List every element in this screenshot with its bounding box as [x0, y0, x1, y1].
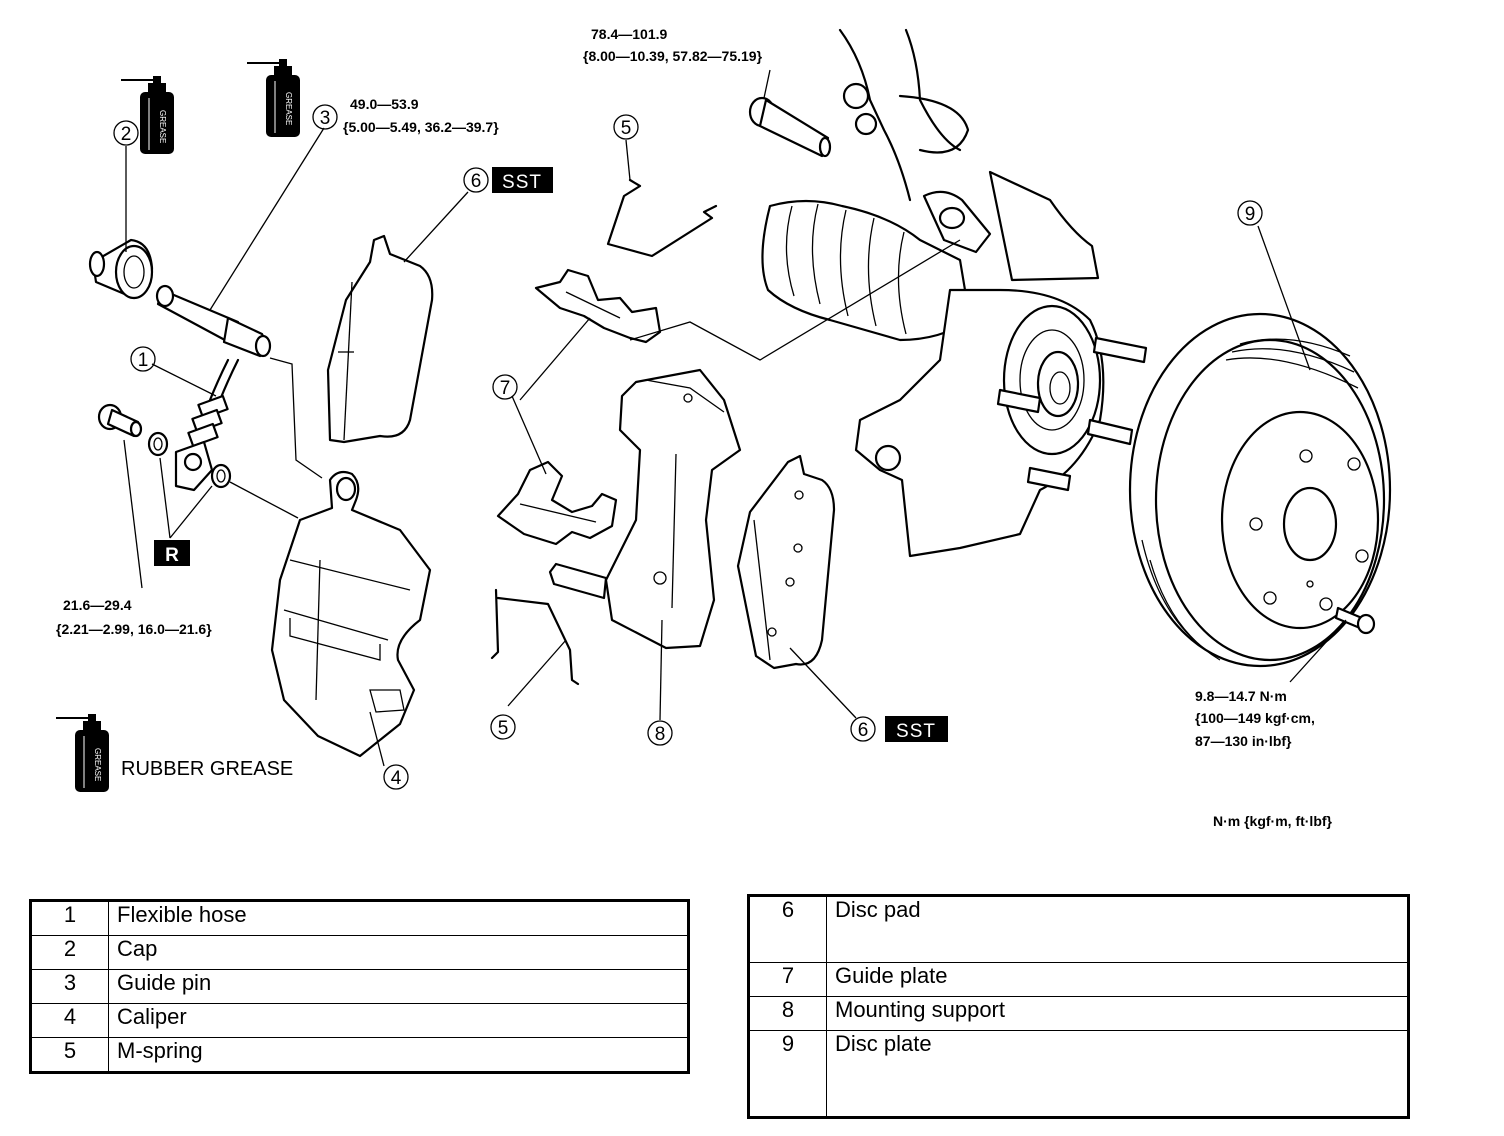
part-number: 2	[31, 935, 109, 970]
torque-spec-hose-bolt: 21.6—29.4 {2.21—2.99, 16.0—21.6}	[56, 597, 212, 637]
svg-text:6: 6	[471, 171, 482, 192]
part-number: 9	[749, 1030, 827, 1117]
grease-can-icon-guide-pin: GREASE	[246, 58, 301, 138]
callout-6-upper: 6	[463, 167, 489, 193]
torque-spec-disc-screw: 9.8—14.7 N·m {100—149 kgf·cm, 87—130 in·…	[1195, 688, 1315, 749]
part-number: 8	[749, 996, 827, 1031]
grease-can-icon-legend: GREASE	[55, 713, 110, 793]
disc-pad-part-outer	[736, 454, 836, 670]
part-number: 5	[31, 1037, 109, 1072]
guide-plate-part-lower	[496, 460, 618, 546]
cap-part	[88, 238, 154, 300]
table-row: 7 Guide plate	[749, 962, 1408, 997]
callout-7: 7	[492, 374, 518, 400]
callout-9: 9	[1237, 200, 1263, 226]
svg-text:{8.00—10.39, 57.82—75.19}: {8.00—10.39, 57.82—75.19}	[583, 48, 763, 64]
table-row: 1 Flexible hose	[31, 901, 688, 936]
grease-label: GREASE	[93, 748, 102, 781]
part-name: Cap	[108, 935, 688, 970]
callout-1: 1	[130, 346, 156, 372]
svg-text:9.8—14.7 N·m: 9.8—14.7 N·m	[1195, 688, 1287, 704]
svg-text:87—130 in·lbf}: 87—130 in·lbf}	[1195, 733, 1292, 749]
callout-5-upper: 5	[613, 114, 639, 140]
svg-text:{100—149 kgf·cm,: {100—149 kgf·cm,	[1195, 710, 1315, 726]
part-name: M-spring	[108, 1037, 688, 1072]
callout-8: 8	[647, 720, 673, 746]
part-name: Caliper	[108, 1003, 688, 1038]
part-name: Flexible hose	[108, 901, 688, 936]
m-spring-part-lower	[490, 588, 580, 686]
svg-text:49.0—53.9: 49.0—53.9	[350, 96, 419, 112]
m-spring-part-upper	[606, 178, 718, 258]
grease-label: GREASE	[158, 110, 167, 143]
table-row: 5 M-spring	[31, 1037, 688, 1072]
knuckle-hub-assembly	[629, 28, 1148, 558]
part-number: 1	[31, 901, 109, 936]
knuckle-bolt-part	[748, 96, 832, 158]
leader-lines	[123, 69, 1347, 767]
callout-3: 3	[312, 104, 338, 130]
svg-text:5: 5	[498, 718, 509, 739]
part-number: 6	[749, 896, 827, 963]
svg-text:3: 3	[320, 108, 331, 129]
guide-pin-part	[155, 284, 272, 358]
copper-washer-part	[147, 431, 232, 489]
parts-table-right: 6 Disc pad 7 Guide plate 8 Mounting supp…	[747, 894, 1410, 1119]
part-name: Guide pin	[108, 969, 688, 1004]
table-row: 2 Cap	[31, 935, 688, 970]
svg-text:9: 9	[1245, 204, 1256, 225]
svg-text:5: 5	[621, 118, 632, 139]
svg-text:{5.00—5.49, 36.2—39.7}: {5.00—5.49, 36.2—39.7}	[343, 119, 499, 135]
svg-text:7: 7	[500, 378, 511, 399]
svg-text:8: 8	[655, 724, 666, 745]
parts-table-left: 1 Flexible hose 2 Cap 3 Guide pin 4 Cali…	[29, 899, 690, 1074]
replace-badge: R	[154, 540, 190, 566]
disc-screw-part	[1334, 606, 1376, 635]
part-name: Disc plate	[826, 1030, 1408, 1117]
sst-badge-lower: SST	[885, 716, 948, 742]
svg-text:6: 6	[858, 720, 869, 741]
mounting-support-part	[548, 368, 742, 650]
callout-4: 4	[383, 764, 409, 790]
part-number: 3	[31, 969, 109, 1004]
hose-bolt-part	[97, 403, 143, 438]
callout-6-lower: 6	[850, 716, 876, 742]
part-name: Mounting support	[826, 996, 1408, 1031]
table-row: 3 Guide pin	[31, 969, 688, 1004]
svg-text:2: 2	[121, 124, 132, 145]
svg-text:4: 4	[391, 768, 402, 789]
part-number: 4	[31, 1003, 109, 1038]
caliper-part	[270, 470, 432, 758]
torque-spec-guide-pin: 49.0—53.9 {5.00—5.49, 36.2—39.7}	[343, 96, 499, 135]
svg-text:SST: SST	[896, 721, 936, 742]
flexible-hose-part	[174, 358, 240, 492]
units-note: N·m {kgf·m, ft·lbf}	[1213, 813, 1333, 829]
torque-spec-knuckle-bolt: 78.4—101.9 {8.00—10.39, 57.82—75.19}	[583, 26, 763, 64]
svg-text:21.6—29.4: 21.6—29.4	[63, 597, 132, 613]
disc-pad-part-inner	[326, 234, 434, 444]
table-row: 6 Disc pad	[749, 896, 1408, 963]
grease-can-icon-cap: GREASE	[120, 75, 175, 155]
rubber-grease-legend: RUBBER GREASE	[121, 758, 293, 780]
svg-text:1: 1	[138, 350, 149, 371]
table-row: 8 Mounting support	[749, 996, 1408, 1031]
brake-exploded-diagram: GREASE GREASE GREASE RUBBER GREASE	[55, 26, 1392, 829]
part-name: Disc pad	[826, 896, 1408, 963]
part-name: Guide plate	[826, 962, 1408, 997]
table-row: 9 Disc plate	[749, 1030, 1408, 1117]
svg-text:{2.21—2.99, 16.0—21.6}: {2.21—2.99, 16.0—21.6}	[56, 621, 212, 637]
callout-5-lower: 5	[490, 714, 516, 740]
part-number: 7	[749, 962, 827, 997]
disc-plate-part	[1128, 312, 1392, 668]
callout-2: 2	[113, 120, 139, 146]
svg-text:R: R	[165, 545, 179, 566]
guide-plate-part-upper	[534, 268, 662, 344]
table-row: 4 Caliper	[31, 1003, 688, 1038]
sst-badge-upper: SST	[492, 167, 553, 193]
svg-text:SST: SST	[502, 172, 542, 193]
grease-label: GREASE	[284, 92, 293, 125]
svg-text:78.4—101.9: 78.4—101.9	[591, 26, 667, 42]
